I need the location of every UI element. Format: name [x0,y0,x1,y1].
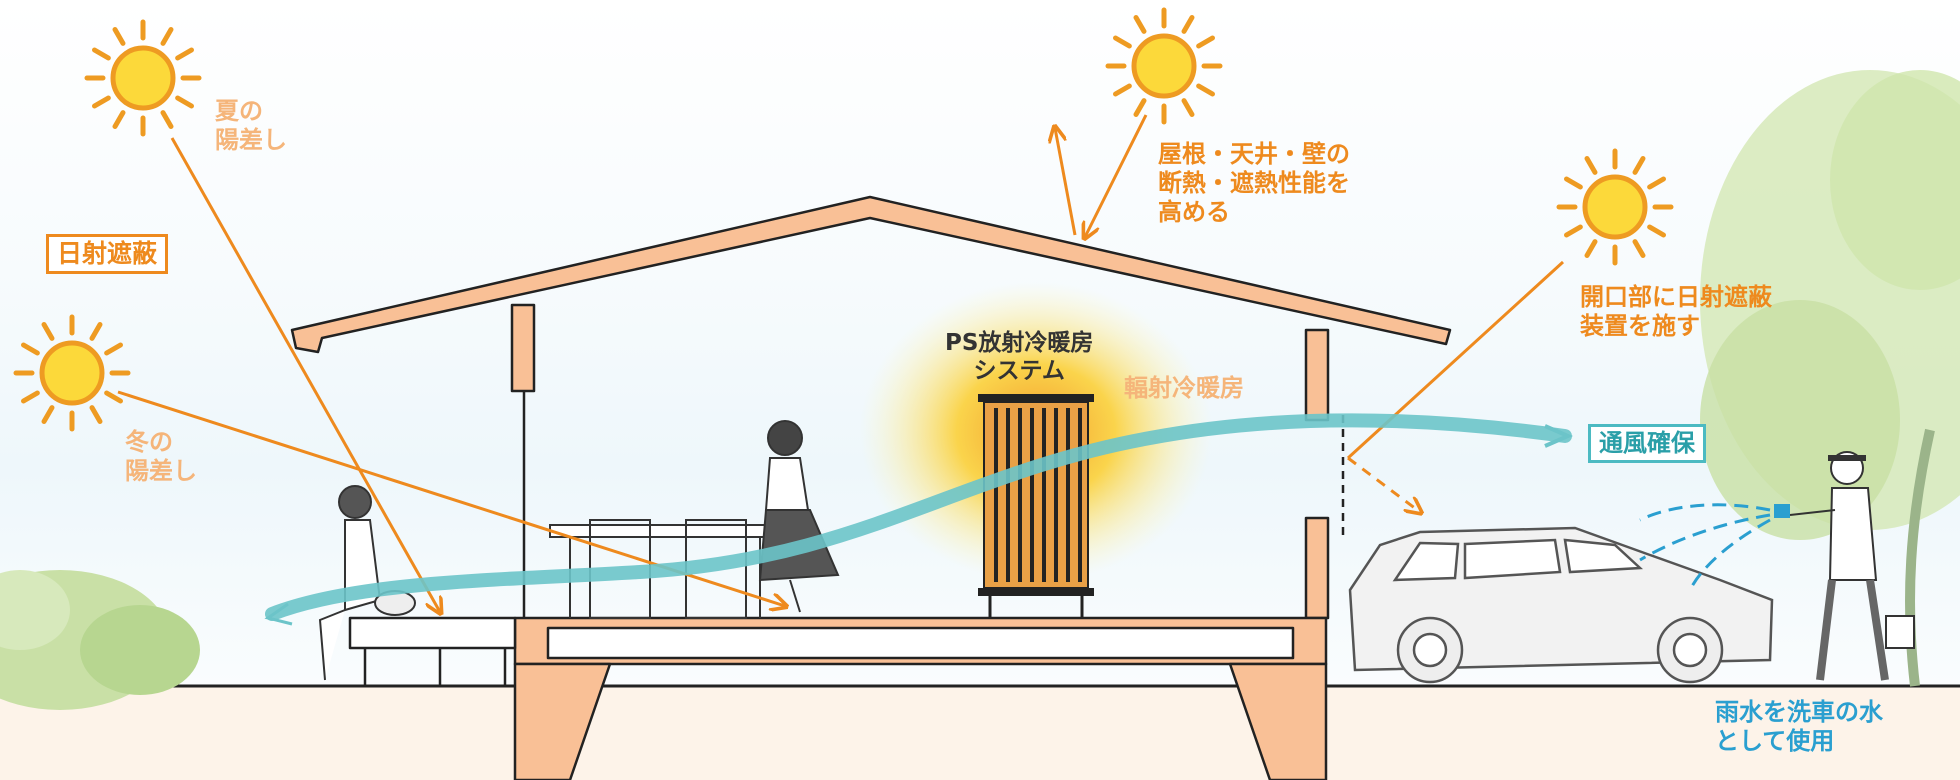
wind-head [1544,424,1574,448]
radiant-label: 輻射冷暖房 [1124,374,1244,402]
ground [0,686,1960,780]
house [290,195,1452,780]
insulation-label: 屋根・天井・壁の 断熱・遮熱性能を 高める [1158,140,1350,226]
wind-arrow-icon [265,413,1572,621]
solar-shading-label: 日射遮蔽 [46,234,169,274]
car-icon [1348,526,1774,684]
person-icon [1774,451,1915,681]
radiator-icon [978,394,1094,618]
winter-sun-label: 冬の 陽差し [125,428,197,485]
sun-icon [13,314,131,432]
sun-icon [1105,7,1223,125]
ps-system-label: PS放射冷暖房 システム [945,330,1094,384]
rainwater-label: 雨水を洗車の水 として使用 [1715,698,1883,755]
opening-shading-label: 開口部に日射遮蔽 装置を施す [1580,283,1772,340]
bush-icon [0,570,200,710]
ventilation-label: 通風確保 [1588,424,1706,463]
wind-tail [264,602,293,626]
water-spray [1639,503,1771,591]
person-icon [318,485,416,681]
sun-icon [1556,148,1674,266]
summer-sun-label: 夏の 陽差し [215,97,287,154]
sun-icon [84,19,202,137]
person-icon [758,420,840,613]
